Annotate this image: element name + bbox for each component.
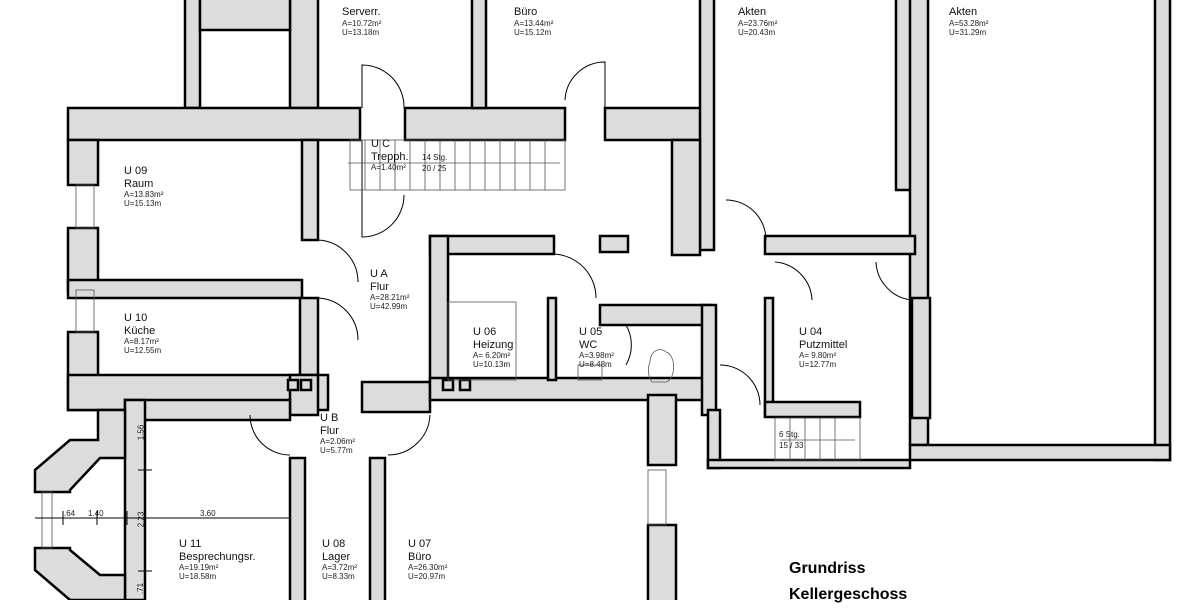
room-area: A=3.98m²	[579, 351, 614, 361]
room-area: A=1.40m²	[371, 163, 406, 173]
room-id: U 08	[322, 538, 346, 550]
room-area: A=28.21m²	[370, 293, 410, 303]
stair-steps: 6 Stg.	[779, 430, 800, 439]
dimension-label: 2.23	[136, 511, 146, 528]
room-id: U 11	[179, 538, 202, 550]
doors	[249, 61, 913, 456]
walls	[33, 0, 1172, 600]
room-perimeter: U=15.12m	[514, 27, 552, 37]
room-area: A=8.17m²	[124, 337, 159, 347]
room-perimeter: U=31.29m	[949, 27, 987, 37]
room-perimeter: U=15.13m	[124, 199, 162, 209]
room-name: Raum	[124, 177, 154, 190]
plan-title: Grundriss Kellergeschoss	[789, 556, 907, 608]
dimension-label: .64	[64, 509, 76, 518]
room-name: Trepph.	[371, 150, 409, 163]
room-area: A=26.30m²	[408, 563, 448, 573]
room-area: A=19.19m²	[179, 563, 219, 573]
stair-steps: 14 Stg.	[422, 153, 448, 162]
room-name: Flur	[320, 424, 339, 437]
room-perimeter: U=12.77m	[799, 360, 837, 370]
room-perimeter: U=13.18m	[342, 27, 380, 37]
dimension-label: 1.40	[88, 509, 104, 518]
room-perimeter: U=20.97m	[408, 572, 446, 582]
stair-ratio: 20 / 25	[422, 164, 447, 173]
room-perimeter: U=8.48m	[579, 360, 612, 370]
room-area: A=13.44m²	[514, 18, 554, 28]
room-area: A= 6.20m²	[473, 351, 511, 361]
room-name: Flur	[370, 280, 389, 293]
room-area: A=23.76m²	[738, 18, 778, 28]
room-name: Besprechungsr.	[179, 550, 256, 563]
room-area: A=53.28m²	[949, 18, 989, 28]
room-perimeter: U=20.43m	[738, 27, 776, 37]
room-id: U 07	[408, 538, 432, 550]
room-id: U 09	[124, 165, 148, 177]
room-area: A=13.83m²	[124, 190, 164, 200]
room-id: U 10	[124, 312, 148, 324]
room-perimeter: U=12.55m	[124, 346, 162, 356]
room-id: U B	[320, 412, 339, 424]
room-id: U 05	[579, 326, 603, 338]
room-area: A= 9.80m²	[799, 351, 837, 361]
room-area: A=3.72m²	[322, 563, 357, 573]
room-name: Büro	[514, 6, 538, 18]
room-name: Akten	[738, 6, 767, 18]
title-line-2: Kellergeschoss	[789, 586, 908, 603]
room-area: A=10.72m²	[342, 18, 382, 28]
dimension-label: 3.60	[200, 509, 216, 518]
title-line-1: Grundriss	[789, 560, 866, 577]
room-perimeter: U=8.33m	[322, 572, 355, 582]
room-name: Küche	[124, 324, 156, 337]
room-perimeter: U=18.58m	[179, 572, 217, 582]
room-id: U A	[370, 268, 388, 280]
room-name: Akten	[949, 6, 978, 18]
room-perimeter: U=10.13m	[473, 360, 511, 370]
room-name: Serverr.	[342, 6, 381, 18]
room-name: Lager	[322, 550, 351, 563]
room-id: U 04	[799, 326, 823, 338]
stair-ratio: 15 / 33	[779, 441, 804, 450]
room-name: WC	[579, 338, 598, 351]
room-id: U C	[371, 138, 390, 150]
room-id: U 06	[473, 326, 497, 338]
room-name: Büro	[408, 550, 432, 563]
stairs	[41, 139, 861, 549]
room-name: Putzmittel	[799, 338, 848, 351]
dimension-lines	[35, 400, 291, 600]
room-name: Heizung	[473, 338, 514, 351]
room-area: A=2.06m²	[320, 437, 355, 447]
dimension-label: .71	[136, 582, 146, 595]
room-perimeter: U=5.77m	[320, 446, 353, 456]
room-perimeter: U=42.99m	[370, 302, 408, 312]
dimension-label: 1.56	[136, 424, 146, 441]
